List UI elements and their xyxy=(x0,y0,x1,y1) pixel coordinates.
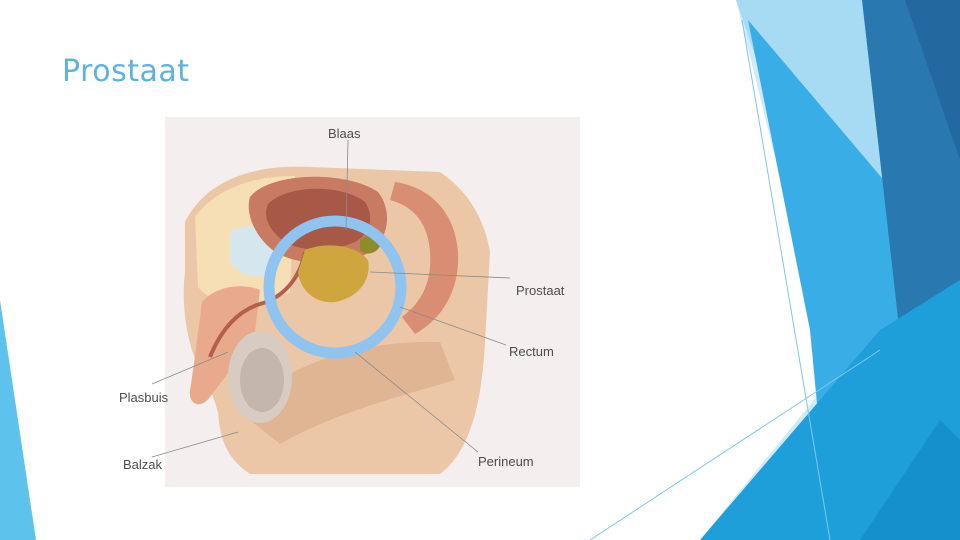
label-rectum: Rectum xyxy=(509,344,554,359)
label-plasbuis: Plasbuis xyxy=(119,390,169,405)
anatomy-illustration: Blaas Prostaat Rectum Plasbuis Balzak Pe… xyxy=(110,112,590,492)
label-perineum: Perineum xyxy=(478,454,534,469)
testis-shape xyxy=(240,348,284,412)
slide-title: Prostaat xyxy=(62,54,190,89)
label-balzak: Balzak xyxy=(123,457,163,472)
label-blaas: Blaas xyxy=(328,126,361,141)
label-prostaat: Prostaat xyxy=(516,283,565,298)
deco-left-strip xyxy=(0,300,36,540)
